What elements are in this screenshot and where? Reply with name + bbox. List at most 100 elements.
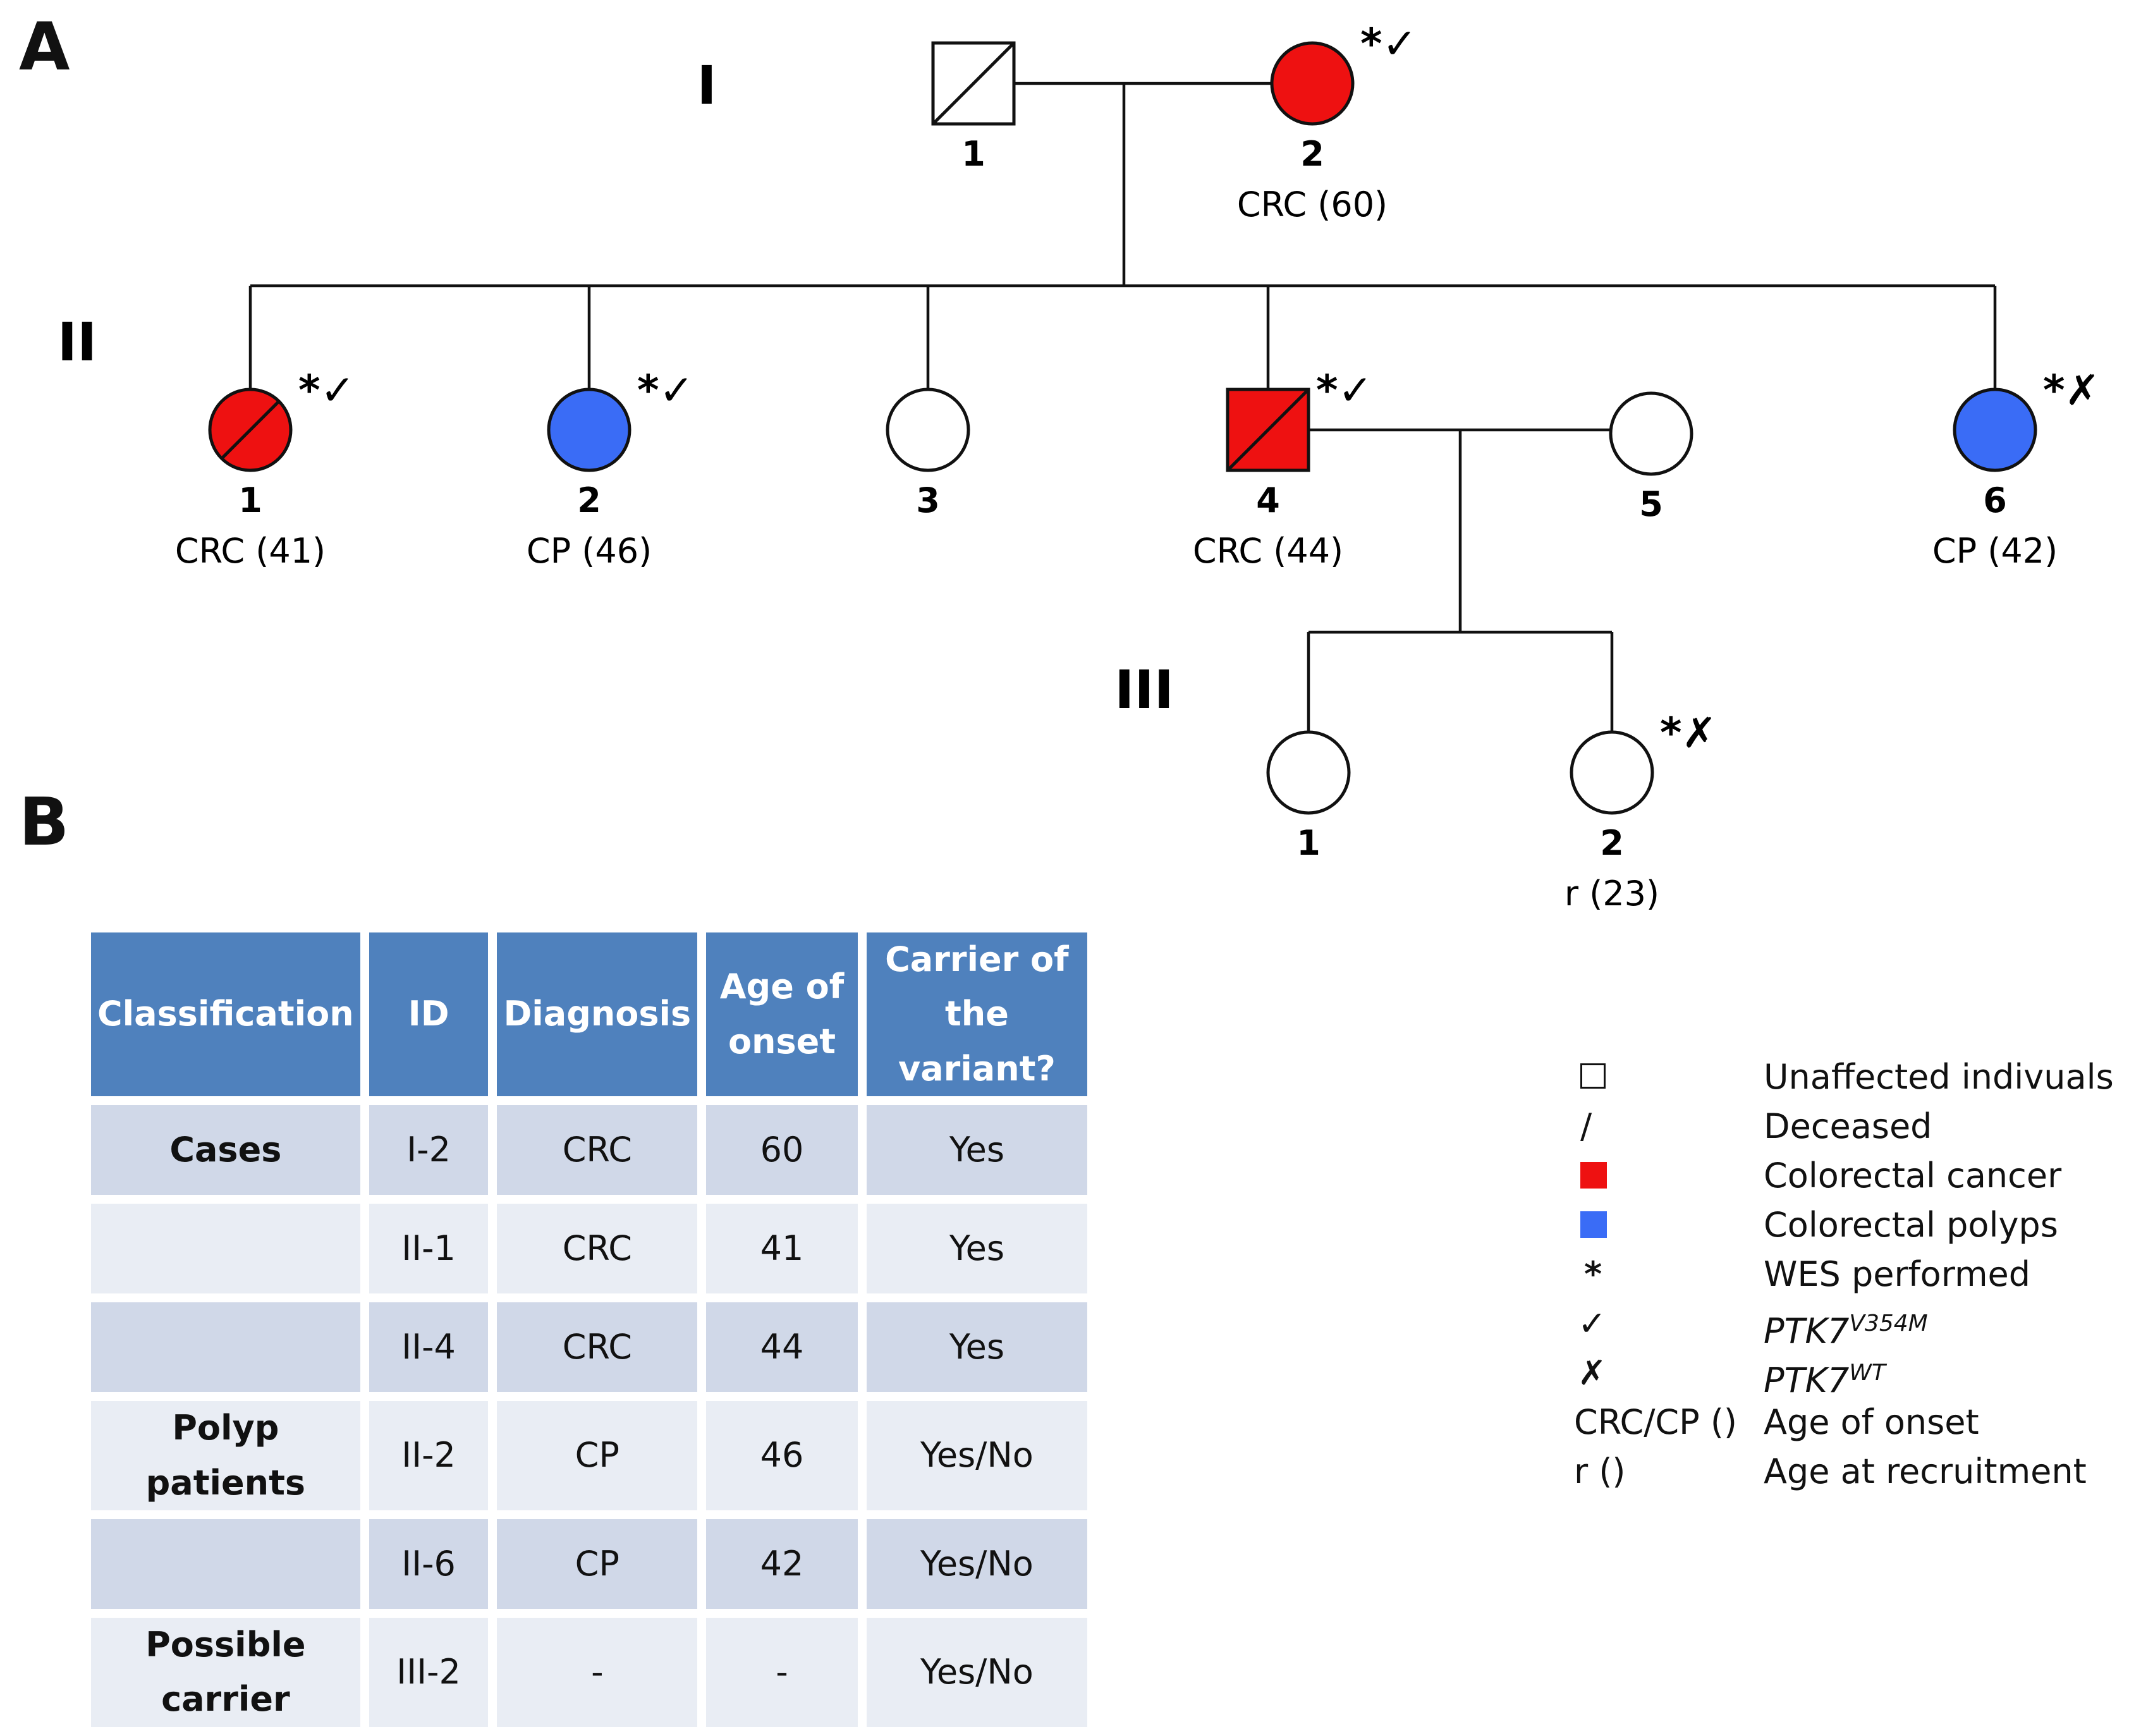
- deceased-slash-icon: /: [1580, 1106, 1592, 1146]
- legend-label-wildtype: PTK7WT: [1764, 1348, 1886, 1405]
- individual-number: 4: [1256, 480, 1280, 520]
- legend-item-wildtype: ✗ PTK7WT: [1574, 1348, 2118, 1400]
- header-carrier: Carrier of the variant?: [866, 932, 1087, 1097]
- cell-carrier: Yes/No: [866, 1401, 1087, 1510]
- pedigree-lines: [248, 82, 1997, 735]
- legend-item-polyps: Colorectal polyps: [1574, 1201, 2118, 1250]
- table-row: Cases I-2 CRC 60 Yes: [91, 1105, 1087, 1195]
- female-circle-icon: [886, 388, 970, 472]
- individual-number: 2: [1300, 134, 1324, 174]
- female-circle-icon: [1266, 730, 1351, 815]
- legend-label-recruitment: Age at recruitment: [1764, 1452, 2087, 1491]
- individual-ii-3: 3: [886, 388, 970, 520]
- cell-diagnosis: -: [497, 1617, 698, 1727]
- checkmark-icon: ✓: [1578, 1304, 1607, 1343]
- deceased-slash-icon: [932, 42, 1015, 125]
- female-circle-icon: [1953, 388, 2037, 472]
- diagnosis-label: CP (46): [527, 531, 652, 571]
- table-row: II-4 CRC 44 Yes: [91, 1302, 1087, 1393]
- cell-classification: [91, 1204, 360, 1294]
- cell-id: II-4: [369, 1302, 489, 1393]
- table-header-row: Classification ID Diagnosis Age of onset…: [91, 932, 1087, 1097]
- cross-icon: ✗: [1578, 1353, 1607, 1393]
- legend-label-unaffected: Unaffected indivuals: [1764, 1057, 2114, 1097]
- table-row: Polyp patients II-2 CP 46 Yes/No: [91, 1401, 1087, 1510]
- cell-classification: Possible carrier: [91, 1617, 360, 1727]
- diagnosis-label: CRC (44): [1193, 531, 1343, 571]
- cell-diagnosis: CP: [497, 1401, 698, 1510]
- legend-label-cancer: Colorectal cancer: [1764, 1156, 2062, 1195]
- asterisk-icon: *: [1584, 1254, 1602, 1294]
- polyps-swatch-icon: [1580, 1211, 1607, 1238]
- diagnosis-label: CP (42): [1932, 531, 2058, 571]
- wes-status-marks: *✓: [298, 366, 355, 415]
- cell-age: -: [706, 1617, 858, 1727]
- cell-classification: Polyp patients: [91, 1401, 360, 1510]
- table-row: II-1 CRC 41 Yes: [91, 1204, 1087, 1294]
- variant-superscript: V354M: [1849, 1311, 1928, 1336]
- individual-number: 2: [1600, 823, 1624, 863]
- legend-label-onset: Age of onset: [1764, 1402, 1979, 1442]
- individual-number: 1: [961, 134, 985, 174]
- cell-classification: [91, 1519, 360, 1609]
- diagnosis-label: r (23): [1565, 874, 1659, 914]
- variant-gene: PTK7: [1764, 1311, 1850, 1351]
- wes-status-marks: *✗: [2043, 366, 2100, 415]
- header-age-of-onset: Age of onset: [706, 932, 858, 1097]
- cell-classification: [91, 1302, 360, 1393]
- individual-number: 5: [1639, 484, 1663, 524]
- legend-symbol-onset: CRC/CP (): [1574, 1402, 1738, 1442]
- individual-i-1: 1: [931, 41, 1016, 174]
- legend-item-cancer: Colorectal cancer: [1574, 1151, 2118, 1201]
- diagnosis-label: CRC (41): [175, 531, 326, 571]
- female-circle-icon: [1609, 391, 1693, 476]
- legend-item-wes: * WES performed: [1574, 1250, 2118, 1299]
- individual-ii-6: 6 CP (42) *✗: [1932, 366, 2100, 571]
- table-row: II-6 CP 42 Yes/No: [91, 1519, 1087, 1609]
- legend-item-variant: ✓ PTK7V354M: [1574, 1299, 2118, 1351]
- individual-number: 1: [1296, 823, 1321, 863]
- generation-label-ii: II: [58, 311, 97, 373]
- cell-age: 44: [706, 1302, 858, 1393]
- individual-ii-2: 2CP (46)*✓: [527, 366, 694, 571]
- cell-age: 46: [706, 1401, 858, 1510]
- cell-id: I-2: [369, 1105, 489, 1195]
- panel-label-b: B: [19, 783, 70, 860]
- generation-label-iii: III: [1114, 659, 1174, 721]
- cell-id: II-1: [369, 1204, 489, 1294]
- cell-carrier: Yes: [866, 1302, 1087, 1393]
- cell-diagnosis: CRC: [497, 1204, 698, 1294]
- legend-label-variant: PTK7V354M: [1764, 1299, 1928, 1356]
- carrier-table: Classification ID Diagnosis Age of onset…: [82, 924, 1096, 1736]
- legend-item-unaffected: Unaffected indivuals: [1574, 1053, 2118, 1102]
- wes-status-marks: *✓: [1316, 366, 1373, 415]
- cell-id: II-2: [369, 1401, 489, 1510]
- individual-number: 3: [916, 480, 940, 520]
- table-row: Possible carrier III-2 - - Yes/No: [91, 1617, 1087, 1727]
- cell-carrier: Yes/No: [866, 1519, 1087, 1609]
- legend: Unaffected indivuals / Deceased Colorect…: [1574, 1053, 2118, 1496]
- cell-id: II-6: [369, 1519, 489, 1609]
- cell-diagnosis: CRC: [497, 1105, 698, 1195]
- individual-iii-2: 2 r (23) *✗: [1565, 709, 1717, 914]
- cell-carrier: Yes: [866, 1204, 1087, 1294]
- individual-number: 6: [1983, 480, 2007, 520]
- cancer-swatch-icon: [1580, 1162, 1607, 1189]
- wes-status-marks: *✗: [1660, 709, 1717, 757]
- wildtype-gene: PTK7: [1764, 1360, 1850, 1400]
- cell-carrier: Yes: [866, 1105, 1087, 1195]
- cell-id: III-2: [369, 1617, 489, 1727]
- cell-carrier: Yes/No: [866, 1617, 1087, 1727]
- legend-symbol-recruitment: r (): [1574, 1452, 1626, 1491]
- panel-label-a: A: [19, 8, 70, 85]
- individual-ii-5: 5: [1609, 391, 1693, 524]
- unaffected-square-icon: [1580, 1063, 1606, 1089]
- legend-item-recruitment: r () Age at recruitment: [1574, 1447, 2118, 1496]
- legend-label-deceased: Deceased: [1764, 1106, 1932, 1146]
- cell-diagnosis: CRC: [497, 1302, 698, 1393]
- cell-classification: Cases: [91, 1105, 360, 1195]
- cell-age: 60: [706, 1105, 858, 1195]
